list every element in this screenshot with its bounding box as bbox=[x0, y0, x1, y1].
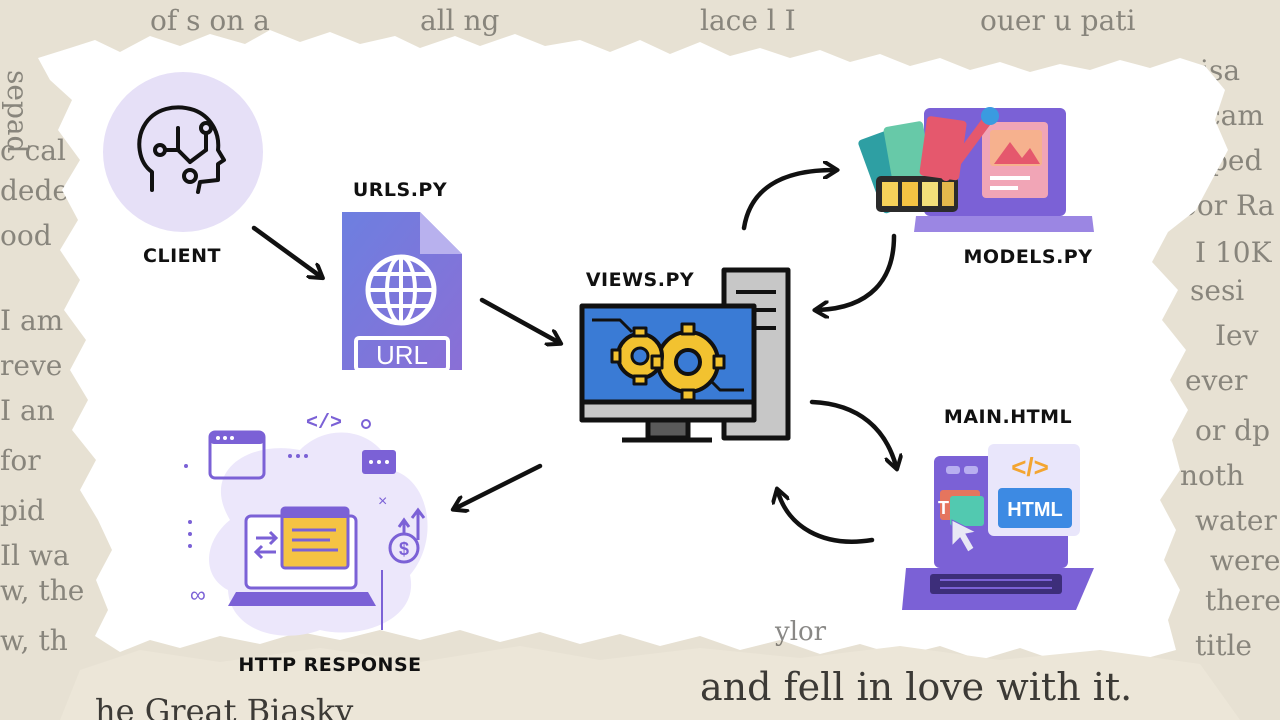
arrow-client-to-urls bbox=[251, 225, 320, 276]
svg-text:reve: reve bbox=[0, 349, 62, 382]
dollar-glyph: $ bbox=[399, 539, 409, 559]
laptop-html-icon: T HTML </> bbox=[902, 444, 1094, 610]
http-response-node: </> × $ ∞ bbox=[184, 412, 428, 676]
arrow-views-to-mainhtml bbox=[809, 399, 896, 466]
http-response-illustration: </> × $ ∞ bbox=[184, 412, 428, 636]
bottom-line-text-3: ylor bbox=[774, 617, 827, 647]
svg-text:title: title bbox=[1195, 629, 1252, 662]
client-circle bbox=[103, 72, 263, 232]
svg-text:w, th: w, th bbox=[0, 624, 68, 657]
svg-text:I am: I am bbox=[0, 304, 63, 337]
html-tag-glyph: </> bbox=[1011, 452, 1049, 482]
svg-text:there: there bbox=[1205, 584, 1280, 617]
svg-text:all ng: all ng bbox=[420, 4, 500, 37]
color-swatch-fan bbox=[858, 116, 967, 214]
svg-text:ouer u pati: ouer u pati bbox=[980, 4, 1136, 37]
svg-text:were: were bbox=[1210, 544, 1280, 577]
svg-text:sesi: sesi bbox=[1190, 274, 1244, 307]
brain-head-icon bbox=[137, 105, 226, 194]
arrow-mainhtml-to-views bbox=[778, 492, 875, 544]
svg-text:sepad: sepad bbox=[1, 70, 34, 154]
computer-gears-icon bbox=[579, 267, 791, 443]
arrow-views-to-response bbox=[456, 463, 543, 508]
svg-text:c cal: c cal bbox=[0, 134, 66, 167]
svg-text:noth: noth bbox=[1180, 459, 1244, 492]
urls-label: URLS.PY bbox=[353, 179, 447, 201]
views-label: VIEWS.PY bbox=[586, 269, 694, 291]
svg-text:ood: ood bbox=[0, 219, 52, 252]
svg-text:pid: pid bbox=[0, 494, 45, 527]
bottom-line-text-2: he Great Biasky bbox=[95, 692, 353, 720]
svg-text:Il wa: Il wa bbox=[0, 539, 70, 572]
models-label: MODELS.PY bbox=[963, 246, 1092, 268]
client-label: CLIENT bbox=[143, 245, 221, 267]
text-t-glyph: T bbox=[938, 498, 949, 518]
models-node: MODELS.PY bbox=[858, 107, 1094, 268]
flow-arrows bbox=[251, 170, 897, 544]
urls-node: URLS.PY URL bbox=[342, 179, 462, 372]
laptop-palette-icon bbox=[858, 107, 1094, 232]
views-node: VIEWS.PY bbox=[579, 267, 791, 443]
svg-text:I an: I an bbox=[0, 394, 55, 427]
bottom-newspaper-strip: and fell in love with it. he Great Biask… bbox=[60, 617, 1240, 720]
svg-text:water: water bbox=[1195, 504, 1277, 537]
svg-text:Iev: Iev bbox=[1215, 319, 1259, 352]
main-html-label: MAIN.HTML bbox=[944, 406, 1072, 428]
svg-text:ever: ever bbox=[1185, 364, 1248, 397]
http-response-label: HTTP RESPONSE bbox=[238, 654, 421, 676]
svg-text:∞: ∞ bbox=[190, 582, 206, 607]
client-node: CLIENT bbox=[103, 72, 263, 267]
arrow-views-to-models bbox=[741, 170, 834, 231]
arrow-urls-to-views bbox=[479, 297, 558, 342]
arrow-models-to-views bbox=[818, 233, 897, 310]
main-html-node: MAIN.HTML T HTML </> bbox=[902, 406, 1094, 610]
svg-text:for: for bbox=[0, 444, 41, 477]
url-badge-text: URL bbox=[376, 340, 428, 370]
svg-text:dede: dede bbox=[0, 174, 69, 207]
bottom-line-text: and fell in love with it. bbox=[700, 665, 1132, 709]
html-badge-text: HTML bbox=[1007, 499, 1063, 521]
url-file-icon: URL bbox=[342, 212, 462, 372]
svg-text:w, the: w, the bbox=[0, 574, 84, 607]
svg-text:×: × bbox=[378, 493, 387, 510]
svg-text:of s on a: of s on a bbox=[150, 4, 270, 37]
svg-text:lace l I: lace l I bbox=[700, 4, 796, 37]
svg-text:I 10K: I 10K bbox=[1195, 236, 1273, 269]
svg-text:or dp: or dp bbox=[1195, 414, 1270, 447]
code-tag-glyph: </> bbox=[306, 412, 342, 435]
